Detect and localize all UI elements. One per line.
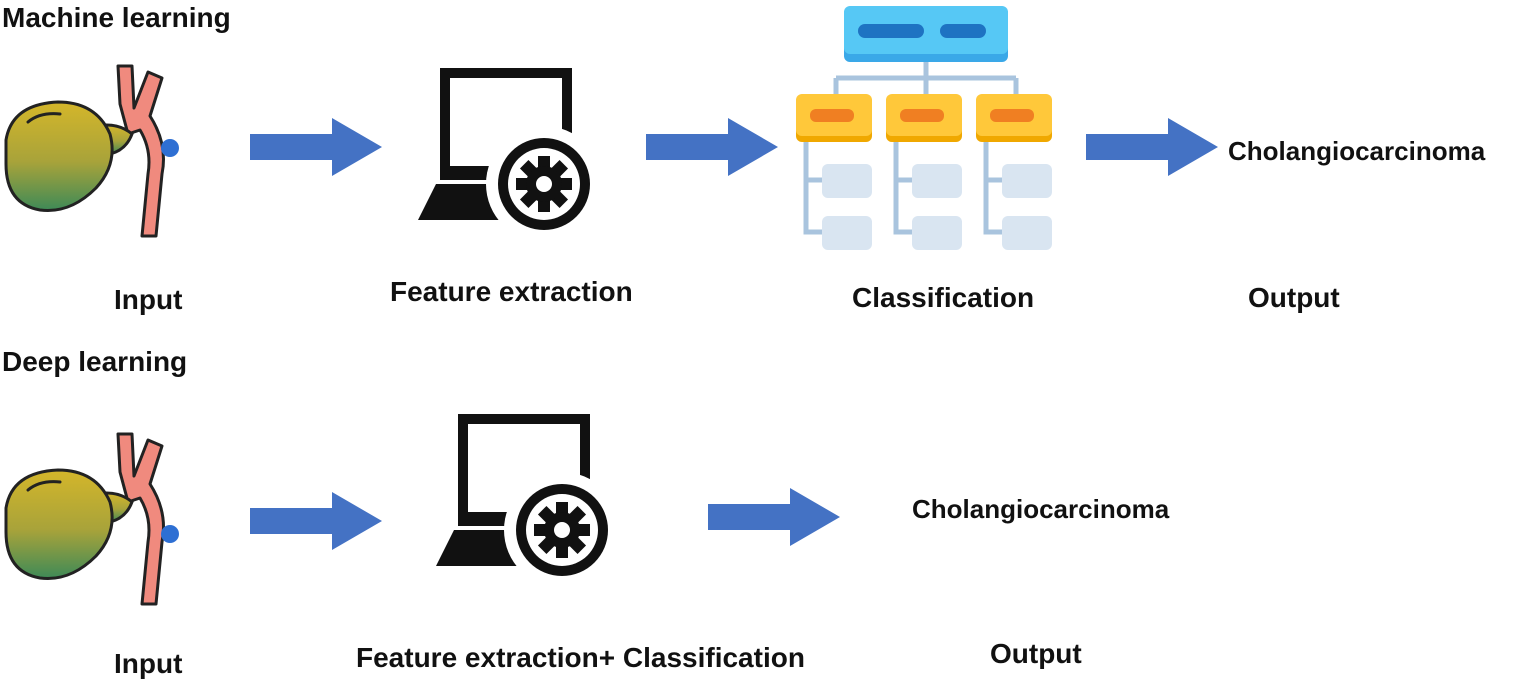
dl-combined-label: Feature extraction+ Classification bbox=[356, 642, 805, 673]
ml-feature-extraction-label: Feature extraction bbox=[390, 276, 633, 307]
gallbladder-bile-duct-icon bbox=[4, 64, 179, 238]
ml-input-label: Input bbox=[114, 284, 183, 315]
feature-extraction-classification-computer-icon bbox=[436, 414, 620, 588]
classification-tree-icon bbox=[796, 6, 1052, 250]
ml-arrow-3 bbox=[1086, 118, 1218, 176]
dl-arrow-1 bbox=[250, 492, 382, 550]
dl-output-value: Cholangiocarcinoma bbox=[912, 494, 1170, 524]
dl-arrow-2 bbox=[708, 488, 840, 546]
gallbladder-bile-duct-icon bbox=[4, 432, 179, 606]
machine-learning-title: Machine learning bbox=[2, 2, 231, 33]
dl-output-label: Output bbox=[990, 638, 1082, 669]
ml-output-value: Cholangiocarcinoma bbox=[1228, 136, 1486, 166]
ml-output-label: Output bbox=[1248, 282, 1340, 313]
deep-learning-title: Deep learning bbox=[2, 346, 188, 377]
ml-classification-label: Classification bbox=[852, 282, 1035, 313]
ml-arrow-2 bbox=[646, 118, 778, 176]
feature-extraction-computer-icon bbox=[418, 68, 602, 242]
ml-arrow-1 bbox=[250, 118, 382, 176]
dl-input-label: Input bbox=[114, 648, 183, 679]
